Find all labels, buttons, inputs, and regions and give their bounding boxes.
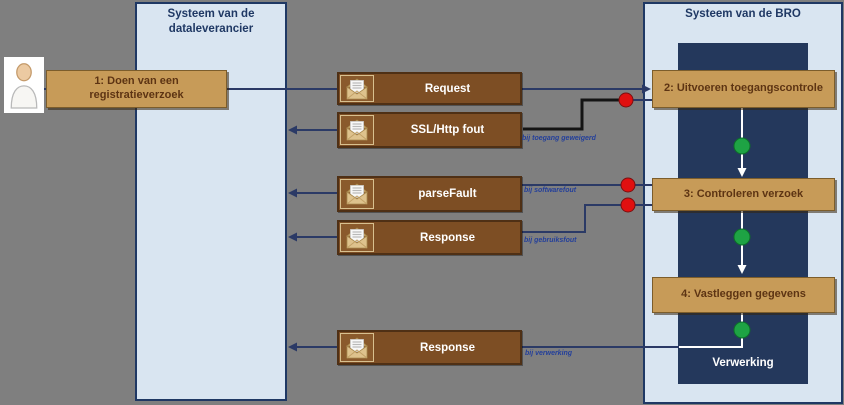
step-3-box: 3: Controleren verzoek (652, 178, 835, 211)
message-label: SSL/Http fout (410, 124, 485, 136)
message-parsefault: parseFault (337, 176, 522, 212)
lifeline-elbow (679, 313, 743, 348)
arrow-left-icon (288, 342, 297, 352)
message-label: Response (420, 341, 475, 354)
message-label: Request (424, 82, 471, 95)
arrow-down-icon (737, 265, 747, 274)
envelope-icon (340, 223, 374, 252)
arrow-left-icon (288, 188, 297, 198)
person-icon (10, 63, 38, 109)
step-2-box: 2: Uitvoeren toegangscontrole (652, 70, 835, 108)
response-elbow-line (522, 204, 652, 233)
verwerking-label: Verwerking (712, 357, 774, 369)
note-verwerking: bij verwerking (525, 350, 573, 357)
arrow-left-icon (288, 125, 297, 135)
response-bottom-flow (288, 342, 679, 352)
message-response-afkeuring: Response (337, 220, 522, 255)
ssl-fout-flow (288, 98, 626, 135)
red-dot-icon (620, 197, 636, 213)
message-label: parseFault (418, 188, 477, 200)
message-ssl-http-fout: SSL/Http fout (337, 112, 522, 148)
lane-title-dataleverancier: Systeem van de dataleverancier (167, 8, 255, 35)
step-1-box: 1: Doen van een registratieverzoek (46, 70, 227, 108)
envelope-icon (340, 75, 374, 102)
message-response-verwerking: Response (337, 330, 522, 365)
green-dot-icon (733, 137, 751, 155)
status-markers (618, 92, 751, 339)
note-toegang-geweigerd: bij toegang geweigerd (522, 135, 596, 142)
green-dot-icon (733, 228, 751, 246)
denied-elbow-line (523, 98, 626, 131)
red-dot-icon (618, 92, 634, 108)
lane-title-bro: Systeem van de BRO (685, 8, 801, 20)
message-request: Request (337, 72, 522, 105)
response-mid-flow (288, 204, 652, 242)
arrow-left-icon (288, 232, 297, 242)
actor-dataleverancier (4, 57, 44, 113)
step-4-box: 4: Vastleggen gegevens (652, 277, 835, 313)
message-label: Response (420, 231, 475, 244)
note-gebruiksfout: bij gebruiksfout (524, 237, 577, 244)
red-dot-icon (620, 177, 636, 193)
arrow-right-icon (642, 84, 651, 94)
green-dot-icon (733, 321, 751, 339)
envelope-icon (340, 115, 374, 145)
envelope-icon (340, 179, 374, 209)
lane-dataleverancier: Systeem van de dataleverancier (135, 2, 287, 401)
arrow-down-icon (737, 168, 747, 177)
note-softwarefout: bij softwarefout (524, 187, 577, 194)
envelope-icon (340, 333, 374, 362)
